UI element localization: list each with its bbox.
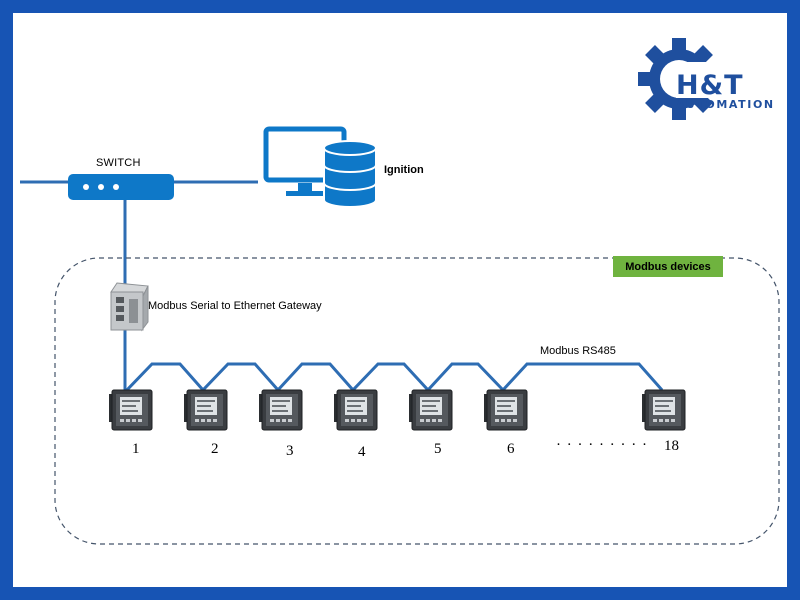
device-number-4: 4 bbox=[358, 444, 366, 460]
device-number-5: 5 bbox=[434, 441, 442, 457]
rs485-label: Modbus RS485 bbox=[540, 345, 616, 357]
power-meters bbox=[109, 389, 686, 431]
rs485-chain bbox=[123, 362, 664, 394]
modbus-devices-group bbox=[54, 257, 780, 545]
power-meter-18 bbox=[642, 389, 686, 431]
power-meter-1 bbox=[109, 389, 153, 431]
ignition-label: Ignition bbox=[384, 164, 424, 176]
power-meter-4 bbox=[334, 389, 378, 431]
logo-tagline: AUTOMATION bbox=[676, 98, 775, 111]
power-meter-5 bbox=[409, 389, 453, 431]
power-meter-3 bbox=[259, 389, 303, 431]
logo-title: H&T bbox=[676, 70, 744, 101]
gear-icon bbox=[638, 38, 720, 120]
device-number-2: 2 bbox=[211, 441, 219, 457]
power-meter-6 bbox=[484, 389, 528, 431]
device-number-18: 18 bbox=[664, 438, 679, 454]
power-meter-2 bbox=[184, 389, 228, 431]
gateway-icon bbox=[110, 282, 149, 332]
ellipsis: · · · · · · · · · bbox=[556, 437, 648, 453]
device-number-3: 3 bbox=[286, 443, 294, 459]
device-number-6: 6 bbox=[507, 441, 515, 457]
gateway-label: Modbus Serial to Ethernet Gateway bbox=[148, 300, 322, 312]
switch-label: SWITCH bbox=[96, 157, 141, 169]
ethernet-links bbox=[20, 180, 258, 392]
device-number-1: 1 bbox=[132, 441, 140, 457]
network-switch-icon bbox=[68, 174, 174, 200]
database-icon bbox=[323, 140, 377, 208]
modbus-devices-badge: Modbus devices bbox=[613, 256, 723, 277]
